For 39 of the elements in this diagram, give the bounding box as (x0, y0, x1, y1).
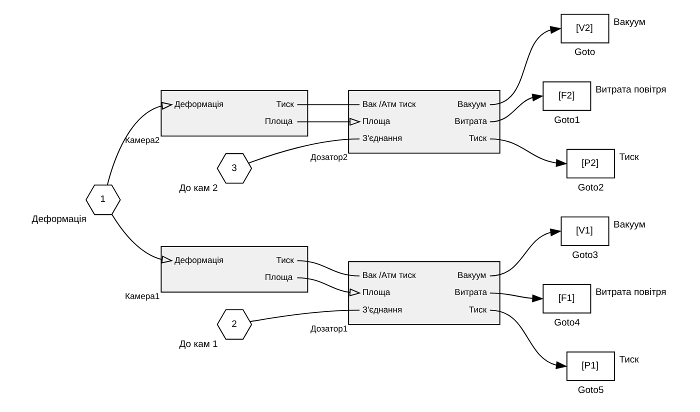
node-label: Деформація (31, 214, 86, 226)
node-label: Вакуум (613, 16, 645, 28)
node-label: Goto1 (554, 114, 580, 126)
node-label: Камера1 (124, 290, 160, 301)
node-label: Витрата повітря (594, 286, 666, 298)
arrow (488, 94, 544, 122)
node-label: Витрата повітря (594, 84, 666, 96)
node-box: [F1] (542, 284, 591, 314)
node-label: Вакуум (613, 219, 645, 230)
arrow (488, 26, 562, 106)
node-box: [V2] (560, 14, 609, 44)
node-label: До кам 2 (178, 182, 218, 194)
connector (296, 104, 360, 106)
arrow (488, 310, 567, 370)
arrow (296, 277, 360, 296)
node-label: Goto (574, 47, 595, 58)
arrow (488, 138, 567, 167)
node-label: Goto3 (572, 250, 598, 261)
node-label: Дозатор2 (310, 152, 348, 162)
connector (296, 260, 360, 276)
node-label: Тиск (618, 152, 638, 163)
arrow (296, 118, 360, 126)
node-label: Goto5 (577, 384, 604, 396)
node-label: Дозатор1 (310, 323, 348, 334)
node-label: Goto2 (577, 182, 604, 194)
node-label: Goto4 (554, 317, 580, 328)
arrow (488, 292, 544, 302)
node-box: [V1] (560, 216, 609, 246)
connector (249, 310, 360, 322)
arrow (111, 214, 173, 264)
node-label: Тиск (618, 354, 638, 366)
node-label: До кам 1 (178, 338, 218, 350)
arrow (106, 102, 173, 186)
node-box: [F2] (542, 81, 591, 111)
node-label: Камера2 (124, 134, 160, 145)
connector (248, 138, 360, 164)
node-box: [P1] (566, 352, 614, 382)
node-box: [P2] (566, 148, 614, 178)
arrow (488, 228, 562, 276)
